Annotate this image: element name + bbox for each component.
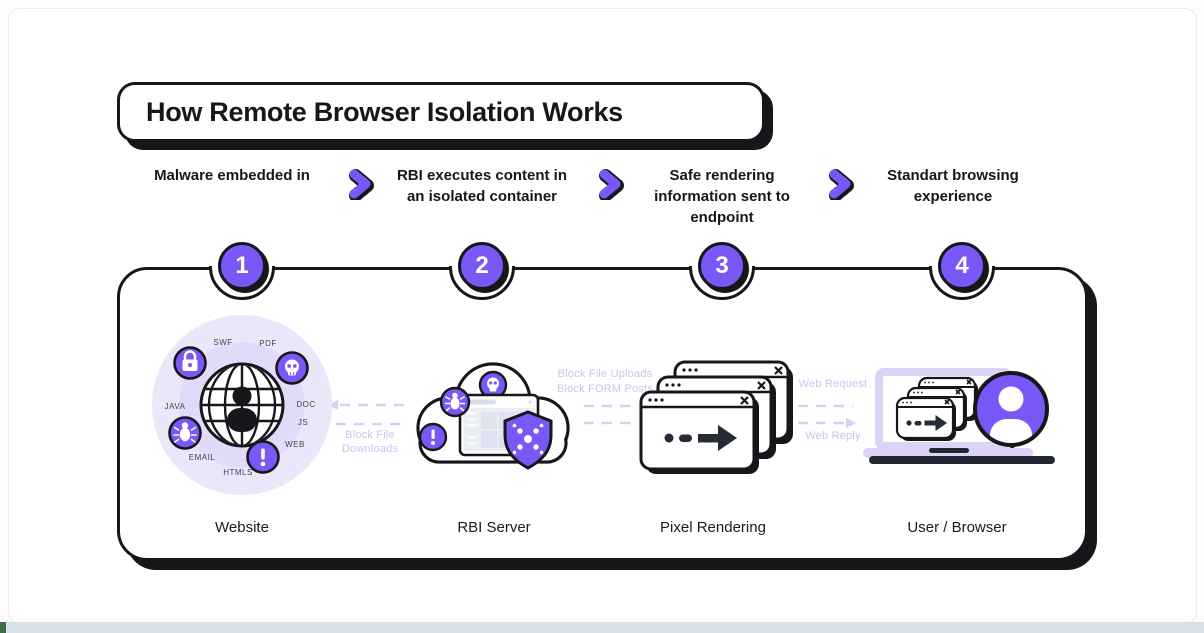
website-illustration: SWF PDF JAVA DOC JS WEB EMAIL HTMLS [152,315,332,495]
chevron-right-icon [829,169,854,200]
alert-icon [246,440,280,474]
rbi-server-illustration [416,362,570,470]
step-label-1: Malware embedded in [154,167,310,184]
flow-label-block-form-posts: Block FORM Posts [556,383,654,395]
step-label-3: Safe rendering information sent to endpo… [654,167,790,226]
step-number-2: 2 [458,242,506,290]
caption-website: Website [215,519,269,536]
skull-icon [275,351,309,385]
alert-icon [418,422,448,452]
flow-label-web-request: Web Request [798,378,868,390]
title-box: How Remote Browser Isolation Works [117,82,765,142]
step-number-3: 3 [698,242,746,290]
caption-pixel-rendering: Pixel Rendering [660,519,766,536]
bug-icon [168,416,202,450]
bottom-strip [0,622,1204,633]
website-label-js: JS [298,418,308,427]
user-avatar-icon [973,371,1049,447]
globe-icon [199,362,285,448]
user-silhouette-icon [227,386,257,432]
flow-label-block-file-downloads: Block File Downloads [341,429,399,455]
caption-user-browser: User / Browser [907,519,1007,536]
website-label-htmls: HTMLS [223,468,253,477]
skull-icon [478,370,508,400]
website-label-swf: SWF [213,338,232,347]
caption-rbi-server: RBI Server [457,519,531,536]
pixel-rendering-illustration [639,360,793,474]
website-label-doc: DOC [296,400,315,409]
arrow-right-icon [664,425,737,451]
website-label-email: EMAIL [189,453,216,462]
user-browser-illustration [863,368,1055,464]
step-number-4: 4 [938,242,986,290]
website-label-web: WEB [285,440,305,449]
mini-stacked-windows [895,376,978,441]
page-title: How Remote Browser Isolation Works [146,96,623,127]
shield-icon [503,410,553,470]
flow-label-web-reply: Web Reply [805,430,861,442]
stacked-windows [639,360,793,474]
step-label-4: Standart browsing experience [887,167,1019,205]
arrow-right-icon [906,415,947,431]
step-label-2: RBI executes content in an isolated cont… [396,167,568,205]
window-front [639,390,759,474]
website-label-pdf: PDF [259,339,277,348]
website-label-java: JAVA [165,402,186,411]
bottom-accent-square [0,622,6,633]
lock-icon [173,346,207,380]
chevron-right-icon [349,169,374,200]
step-number-1: 1 [218,242,266,290]
chevron-right-icon [599,169,624,200]
flow-label-block-file-uploads: Block File Uploads [557,368,653,380]
bug-icon [439,386,471,418]
